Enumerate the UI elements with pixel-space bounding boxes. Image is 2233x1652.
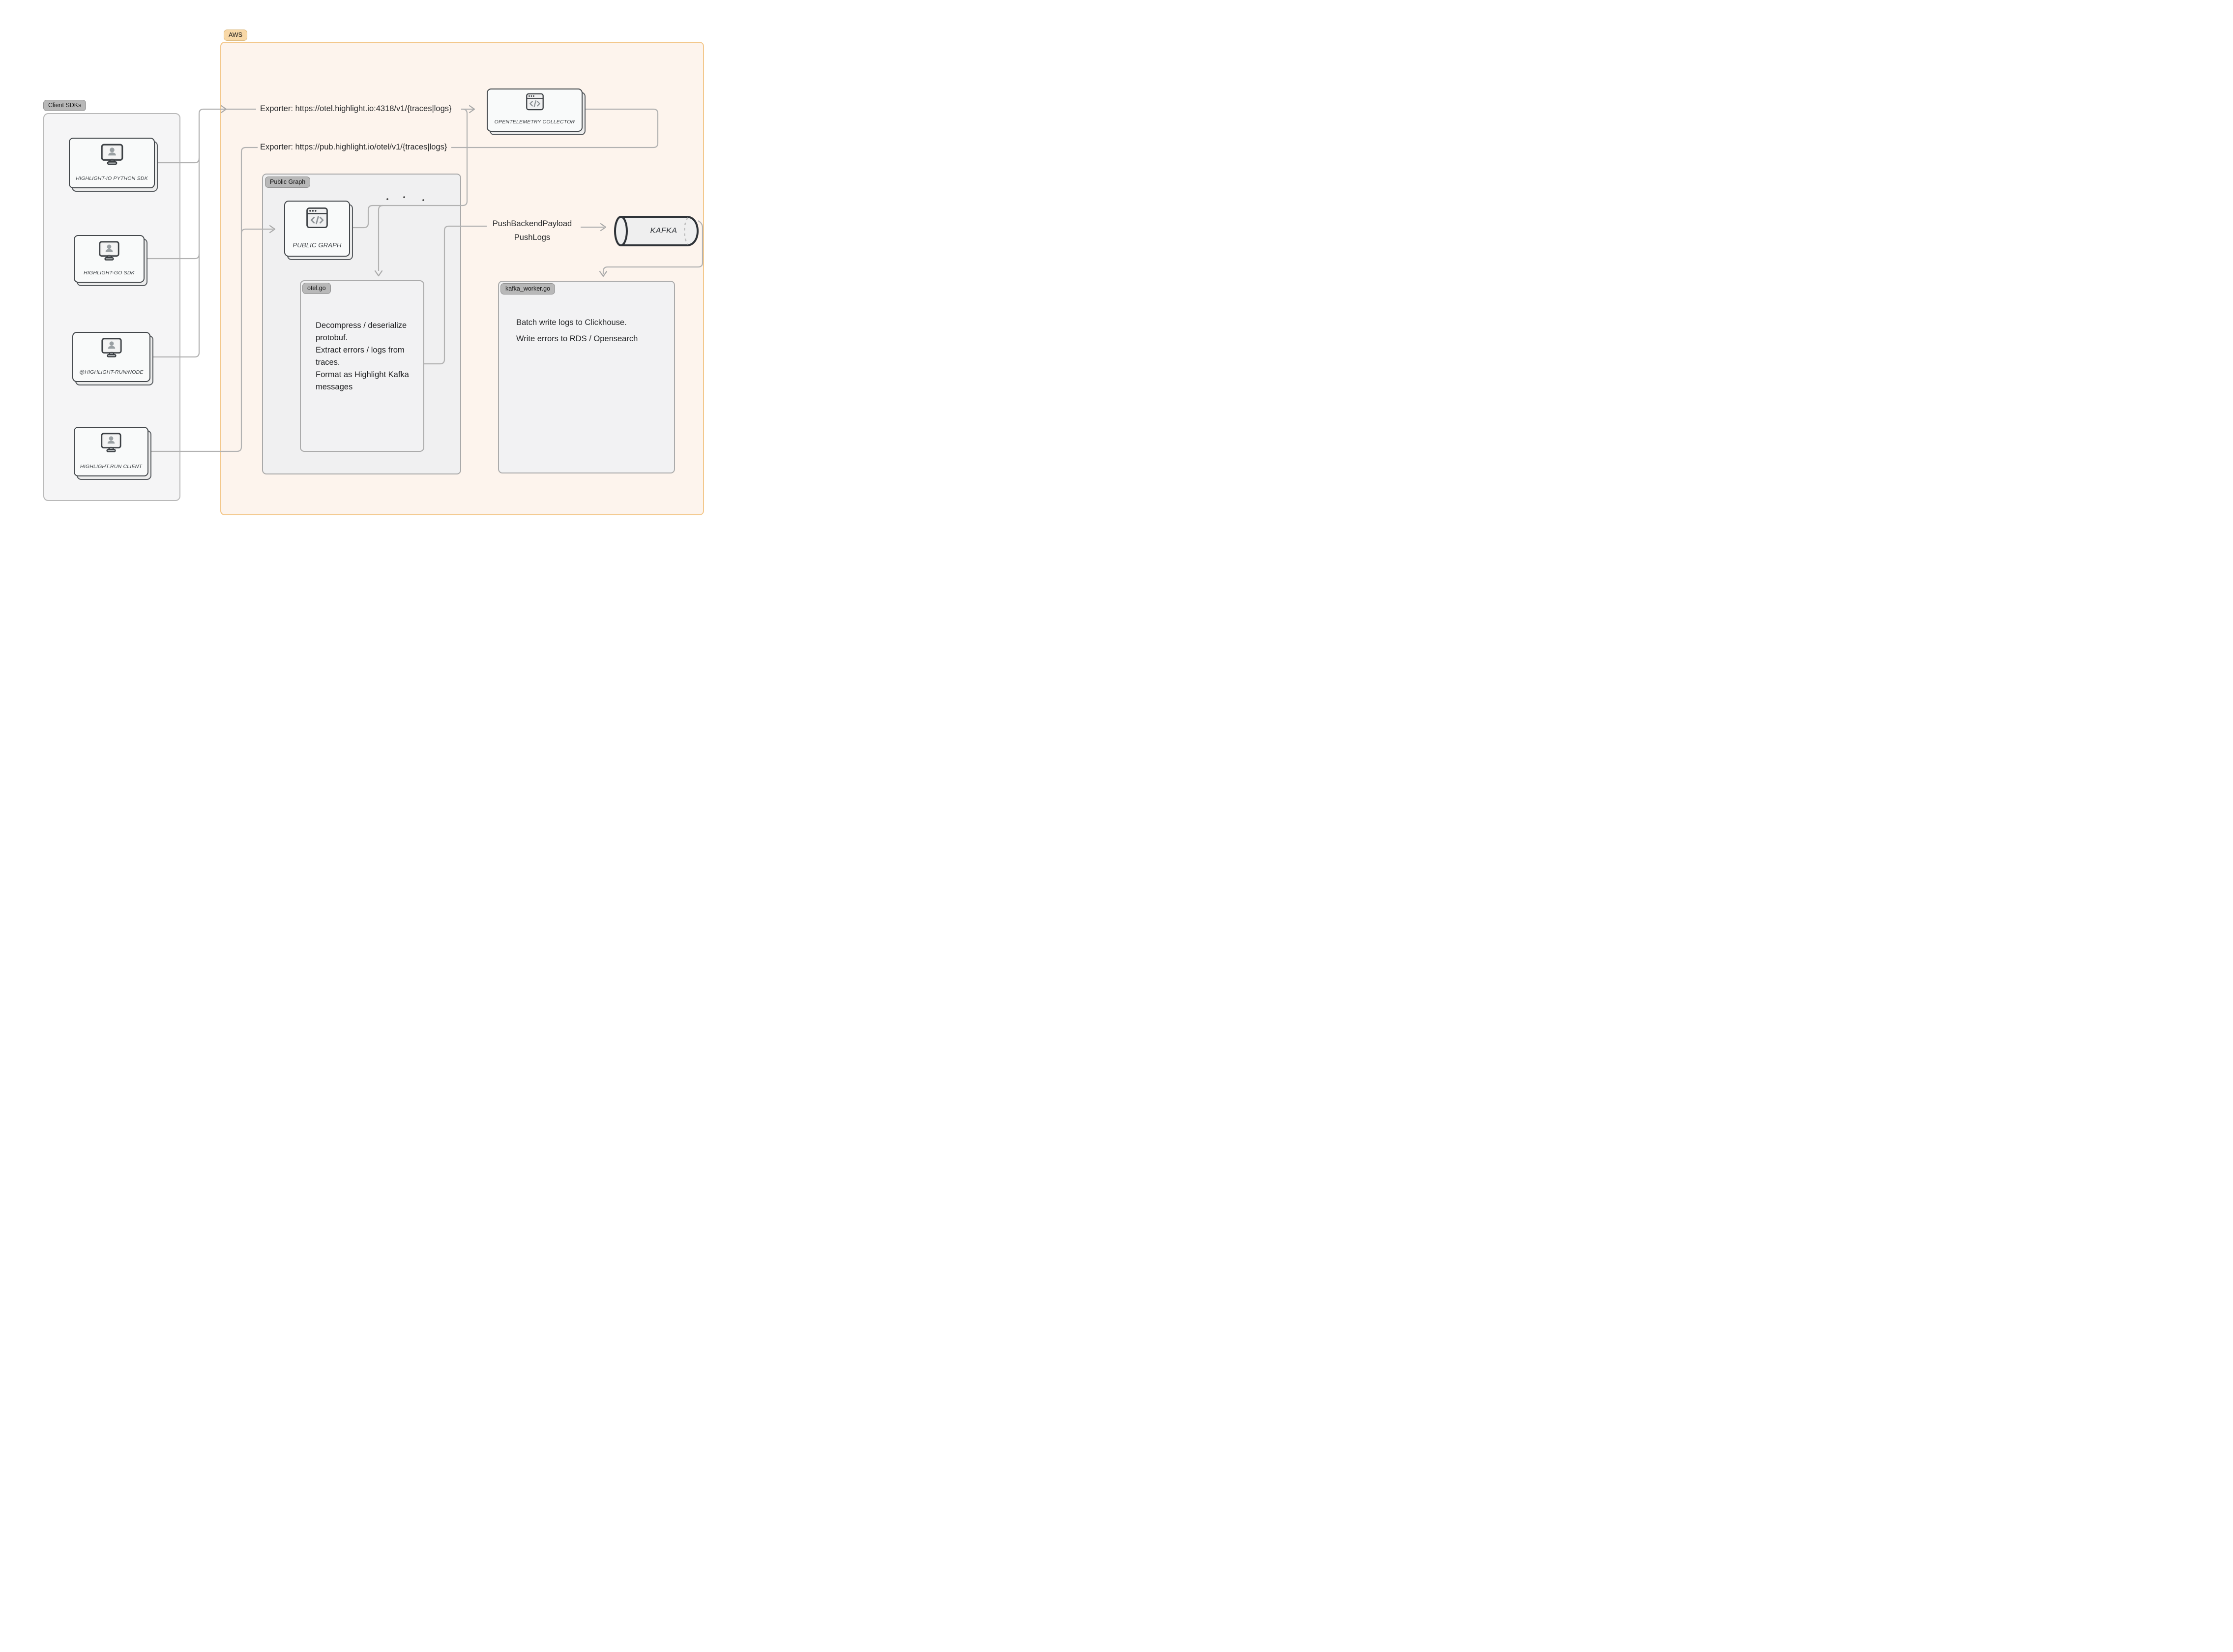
sdk-card-go: HIGHLIGHT-GO SDK [74,235,147,286]
exporter-pub-url: Exporter: https://pub.highlight.io/otel/… [260,143,447,151]
arrow-into-collector [469,105,475,114]
kafka-worker-line: Batch write logs to Clickhouse. [516,318,627,327]
otel-go-line: Decompress / deserialize protobuf. [316,321,407,342]
otel-go-label: otel.go [302,283,331,294]
kafka-push-labels: PushBackendPayload PushLogs [489,217,575,244]
sdk-card-client: HIGHLIGHT.RUN CLIENT [74,427,151,480]
monitor-user-icon [99,241,119,261]
arrow-into-kafka [600,223,607,232]
code-window-icon [526,93,544,111]
otel-go-line: Format as Highlight Kafka messages [316,370,409,391]
otel-go-description: Decompress / deserialize protobuf. Extra… [316,320,416,393]
sdk-card-python-label: HIGHLIGHT-IO PYTHON SDK [76,176,148,181]
otel-collector-card: OPENTELEMETRY COLLECTOR [487,88,586,135]
aws-label: AWS [224,30,248,41]
kafka-worker-label: kafka_worker.go [500,283,556,295]
public-graph-card: PUBLIC GRAPH [284,201,353,260]
arrow-into-public-graph [269,225,276,234]
push-logs-label: PushLogs [514,233,551,242]
client-sdks-label: Client SDKs [43,100,87,111]
monitor-user-icon [101,144,123,165]
cylinder-icon [614,216,699,246]
sdk-card-go-label: HIGHLIGHT-GO SDK [84,270,135,276]
monitor-user-icon [101,338,122,357]
otel-go-line: Extract errors / logs from traces. [316,346,405,367]
kafka-worker-box [498,281,675,473]
sdk-card-client-label: HIGHLIGHT.RUN CLIENT [80,464,143,470]
public-graph-label: Public Graph [265,177,311,188]
kafka-worker-description: Batch write logs to Clickhouse. Write er… [516,315,638,347]
push-backend-payload-label: PushBackendPayload [492,219,572,228]
code-window-icon [306,207,328,229]
diagram-canvas: Client SDKs AWS Public Graph otel.go kaf… [0,0,744,551]
kafka-cylinder: KAFKA [613,215,701,249]
kafka-worker-line: Write errors to RDS / Opensearch [516,334,638,343]
arrow-exporter-otel [220,105,227,114]
otel-go-box [300,280,424,452]
sdk-card-node-label: @HIGHLIGHT-RUN/NODE [79,369,144,375]
sdk-card-python: HIGHLIGHT-IO PYTHON SDK [69,138,158,192]
public-graph-card-label: PUBLIC GRAPH [293,241,342,249]
monitor-user-icon [101,433,121,452]
exporter-otel-url: Exporter: https://otel.highlight.io:4318… [260,104,452,113]
arrow-into-kafka-worker [599,270,608,277]
arrow-into-otel-go [374,270,383,277]
kafka-cylinder-label: KAFKA [650,227,677,235]
sdk-card-node: @HIGHLIGHT-RUN/NODE [72,332,153,385]
connector-lines [145,105,704,452]
otel-collector-card-label: OPENTELEMETRY COLLECTOR [494,119,575,125]
